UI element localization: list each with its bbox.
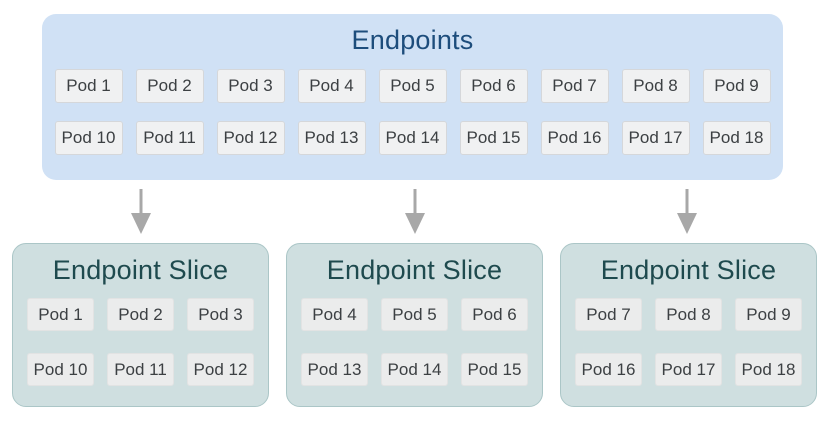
pod-chip: Pod 10	[27, 353, 94, 386]
pod-chip: Pod 13	[297, 121, 366, 155]
pod-chip: Pod 16	[540, 121, 609, 155]
down-arrow-icon	[677, 189, 697, 234]
slice-pod-row: Pod 10 Pod 11 Pod 12	[13, 353, 268, 386]
pod-chip: Pod 6	[459, 69, 528, 103]
pod-chip: Pod 18	[702, 121, 771, 155]
pod-chip: Pod 6	[461, 298, 528, 331]
endpoint-slice-box-3: Endpoint Slice Pod 7 Pod 8 Pod 9 Pod 16 …	[560, 243, 817, 407]
pod-chip: Pod 2	[107, 298, 174, 331]
pod-chip: Pod 14	[381, 353, 448, 386]
endpoint-slice-box-2: Endpoint Slice Pod 4 Pod 5 Pod 6 Pod 13 …	[286, 243, 543, 407]
pod-chip: Pod 14	[378, 121, 447, 155]
pod-chip: Pod 7	[575, 298, 642, 331]
endpoints-pod-row-2: Pod 10 Pod 11 Pod 12 Pod 13 Pod 14 Pod 1…	[54, 121, 771, 155]
pod-chip: Pod 9	[702, 69, 771, 103]
endpoint-slice-title: Endpoint Slice	[600, 255, 777, 285]
pod-chip: Pod 10	[54, 121, 123, 155]
pod-chip: Pod 8	[655, 298, 722, 331]
pod-chip: Pod 12	[216, 121, 285, 155]
pod-chip: Pod 15	[459, 121, 528, 155]
pod-chip: Pod 7	[540, 69, 609, 103]
down-arrow-icon	[405, 189, 425, 234]
slice-pod-row: Pod 4 Pod 5 Pod 6	[287, 298, 542, 331]
down-arrow-icon	[131, 189, 151, 234]
pod-chip: Pod 9	[735, 298, 802, 331]
pod-chip: Pod 17	[655, 353, 722, 386]
pod-chip: Pod 11	[135, 121, 204, 155]
pod-chip: Pod 12	[187, 353, 254, 386]
pod-chip: Pod 2	[135, 69, 204, 103]
pod-chip: Pod 4	[301, 298, 368, 331]
pod-chip: Pod 16	[575, 353, 642, 386]
pod-chip: Pod 8	[621, 69, 690, 103]
endpoint-slice-box-1: Endpoint Slice Pod 1 Pod 2 Pod 3 Pod 10 …	[12, 243, 269, 407]
endpoint-slice-title: Endpoint Slice	[52, 255, 229, 285]
pod-chip: Pod 13	[301, 353, 368, 386]
slice-pod-row: Pod 16 Pod 17 Pod 18	[561, 353, 816, 386]
slice-pod-row: Pod 1 Pod 2 Pod 3	[13, 298, 268, 331]
pod-chip: Pod 17	[621, 121, 690, 155]
pod-chip: Pod 3	[216, 69, 285, 103]
pod-chip: Pod 5	[381, 298, 448, 331]
pod-chip: Pod 1	[54, 69, 123, 103]
pod-chip: Pod 4	[297, 69, 366, 103]
endpoints-pod-row-1: Pod 1 Pod 2 Pod 3 Pod 4 Pod 5 Pod 6 Pod …	[54, 69, 771, 103]
pod-chip: Pod 1	[27, 298, 94, 331]
endpoints-box: Endpoints Pod 1 Pod 2 Pod 3 Pod 4 Pod 5 …	[42, 14, 783, 180]
pod-chip: Pod 15	[461, 353, 528, 386]
pod-chip: Pod 11	[107, 353, 174, 386]
endpoints-title: Endpoints	[351, 25, 474, 55]
pod-chip: Pod 18	[735, 353, 802, 386]
slice-pod-row: Pod 7 Pod 8 Pod 9	[561, 298, 816, 331]
slice-pod-row: Pod 13 Pod 14 Pod 15	[287, 353, 542, 386]
endpoint-slice-title: Endpoint Slice	[326, 255, 503, 285]
pod-chip: Pod 3	[187, 298, 254, 331]
pod-chip: Pod 5	[378, 69, 447, 103]
